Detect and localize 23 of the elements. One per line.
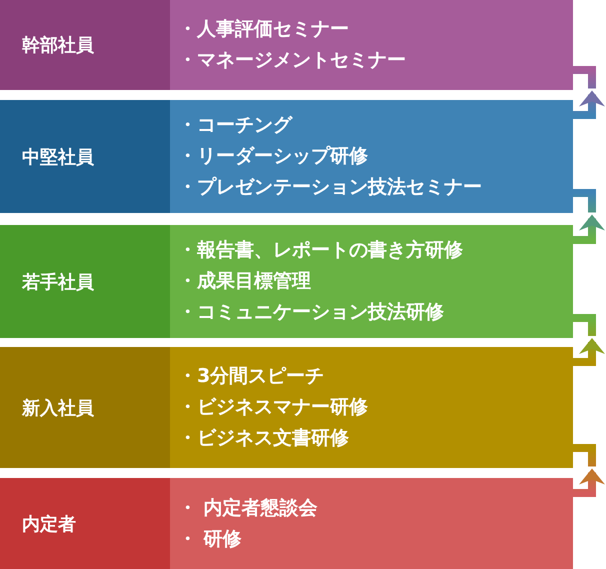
level-title: 中堅社員	[0, 100, 170, 213]
level-title: 幹部社員	[0, 0, 170, 90]
training-item: ・コーチング	[178, 113, 292, 138]
training-item: ・ 内定者懇談会	[178, 496, 318, 520]
level-row	[0, 478, 573, 569]
level-title: 内定者	[0, 478, 170, 569]
training-item: ・プレゼンテーション技法セミナー	[178, 175, 482, 200]
level-row	[0, 225, 573, 338]
level-row	[0, 100, 573, 213]
training-item: ・成果目標管理	[178, 269, 311, 294]
level-title: 新入社員	[0, 347, 170, 468]
training-item: ・ビジネスマナー研修	[178, 395, 368, 420]
level-row	[0, 0, 573, 90]
training-item: ・報告書、レポートの書き方研修	[178, 238, 463, 263]
level-title: 若手社員	[0, 225, 170, 338]
training-item: ・人事評価セミナー	[178, 17, 349, 42]
training-item: ・リーダーシップ研修	[178, 144, 368, 169]
training-item: ・ビジネス文書研修	[178, 426, 349, 451]
training-item: ・ 研修	[178, 526, 242, 552]
training-item: ・マネージメントセミナー	[178, 48, 406, 73]
training-item: ・コミュニケーション技法研修	[178, 300, 444, 325]
training-item: ・3分間スピーチ	[178, 364, 324, 389]
level-row	[0, 347, 573, 468]
